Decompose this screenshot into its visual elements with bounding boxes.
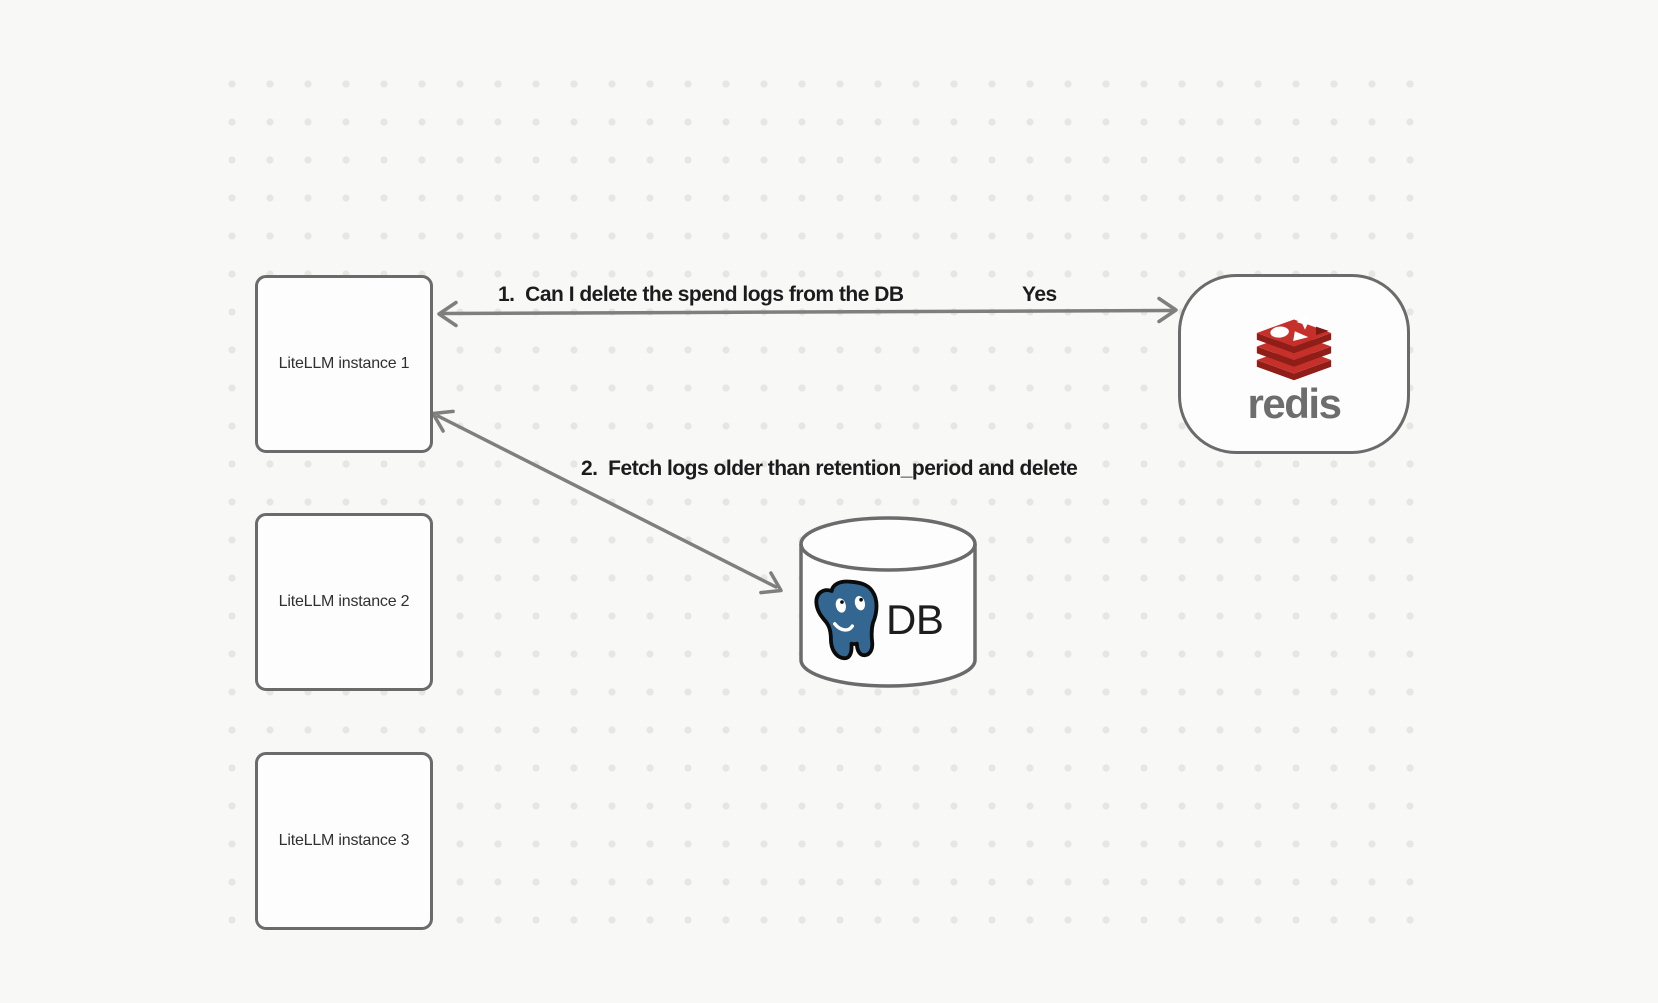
- litellm-instance-2-label: LiteLLM instance 2: [278, 593, 410, 610]
- db-node[interactable]: DB: [797, 514, 979, 690]
- redis-wordmark: redis: [1247, 380, 1342, 428]
- litellm-instance-1-node[interactable]: LiteLLM instance 1: [255, 275, 433, 453]
- redis-stack-icon: [1256, 313, 1332, 381]
- redis-node[interactable]: redis: [1178, 274, 1410, 454]
- arrow-instance1-redis[interactable]: [437, 296, 1178, 328]
- arrow1-response-label[interactable]: Yes: [1022, 283, 1057, 306]
- arrow1-label[interactable]: 1. Can I delete the spend logs from the …: [498, 283, 904, 306]
- arrowhead-downright-icon: [759, 571, 783, 595]
- litellm-instance-3-node[interactable]: LiteLLM instance 3: [255, 752, 433, 930]
- arrowhead-upleft-icon: [431, 409, 455, 433]
- litellm-instance-1-label: LiteLLM instance 1: [278, 355, 410, 372]
- arrow2-label[interactable]: 2. Fetch logs older than retention_perio…: [581, 457, 1078, 480]
- postgresql-elephant-icon: [814, 579, 879, 661]
- litellm-instance-3-label: LiteLLM instance 3: [278, 832, 410, 849]
- arrowhead-right-icon: [1157, 296, 1178, 324]
- db-label: DB: [886, 596, 944, 643]
- litellm-instance-2-node[interactable]: LiteLLM instance 2: [255, 513, 433, 691]
- arrowhead-left-icon: [437, 300, 458, 328]
- arrow-instance1-db[interactable]: [431, 409, 783, 595]
